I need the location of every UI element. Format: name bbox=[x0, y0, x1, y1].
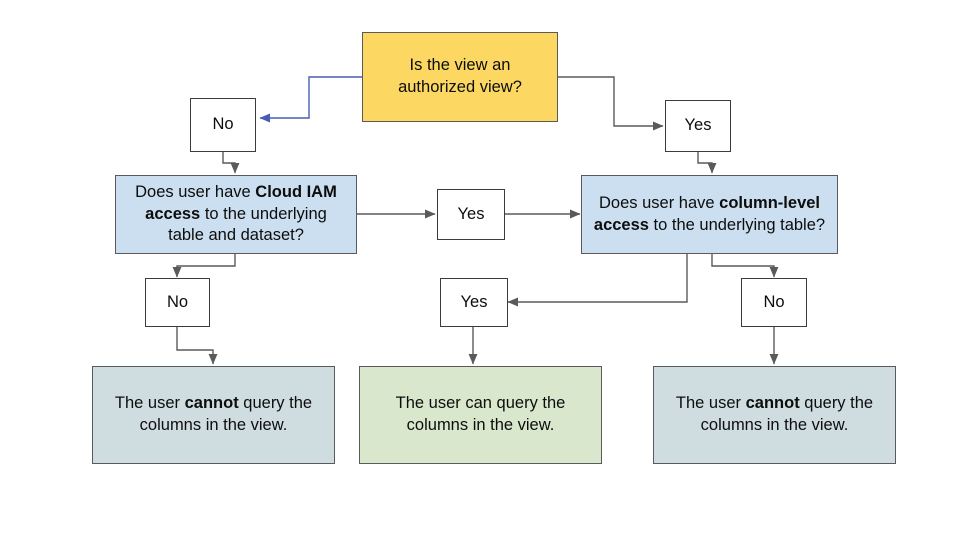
node-iam-yes-text: Yes bbox=[457, 204, 485, 223]
edge-yes-to-column bbox=[697, 152, 717, 174]
node-start-decision-label: Is the view an authorized view? bbox=[398, 56, 522, 96]
node-start-no-text: No bbox=[212, 115, 234, 134]
node-iam-no-label[interactable]: No bbox=[145, 278, 210, 327]
node-result-center-label: The user can query the columns in the vi… bbox=[395, 394, 566, 434]
node-column-yes-text: Yes bbox=[460, 292, 488, 311]
edge-start-to-yes bbox=[558, 76, 664, 131]
node-column-no-label[interactable]: No bbox=[741, 278, 807, 327]
node-iam-no-text: No bbox=[166, 292, 189, 311]
node-column-no-text: No bbox=[763, 292, 785, 311]
node-column-question[interactable]: Does user have column-level access to th… bbox=[581, 175, 838, 254]
edge-column-to-yes bbox=[507, 254, 688, 307]
node-start-decision[interactable]: Is the view an authorized view? bbox=[362, 32, 558, 122]
node-start-yes-text: Yes bbox=[684, 116, 712, 135]
node-start-yes-label[interactable]: Yes bbox=[665, 100, 731, 152]
node-result-left[interactable]: The user cannot query the columns in the… bbox=[92, 366, 335, 464]
node-result-center[interactable]: The user can query the columns in the vi… bbox=[359, 366, 602, 464]
edge-start-to-no bbox=[259, 76, 362, 123]
node-result-right[interactable]: The user cannot query the columns in the… bbox=[653, 366, 896, 464]
node-column-question-label: Does user have column-level access to th… bbox=[593, 193, 826, 234]
node-iam-yes-label[interactable]: Yes bbox=[437, 189, 505, 240]
edge-column-to-no bbox=[711, 254, 779, 278]
node-iam-question-label: Does user have Cloud IAM access to the u… bbox=[135, 182, 337, 245]
node-column-yes-label[interactable]: Yes bbox=[440, 278, 508, 327]
edge-no-to-iam bbox=[222, 152, 240, 174]
edge-iam-to-no bbox=[172, 254, 236, 278]
node-result-right-label: The user cannot query the columns in the… bbox=[675, 394, 874, 434]
node-iam-question[interactable]: Does user have Cloud IAM access to the u… bbox=[115, 175, 357, 254]
node-start-no-label[interactable]: No bbox=[190, 98, 256, 152]
node-result-left-label: The user cannot query the columns in the… bbox=[114, 394, 313, 434]
edge-no-to-result-left bbox=[176, 327, 218, 365]
